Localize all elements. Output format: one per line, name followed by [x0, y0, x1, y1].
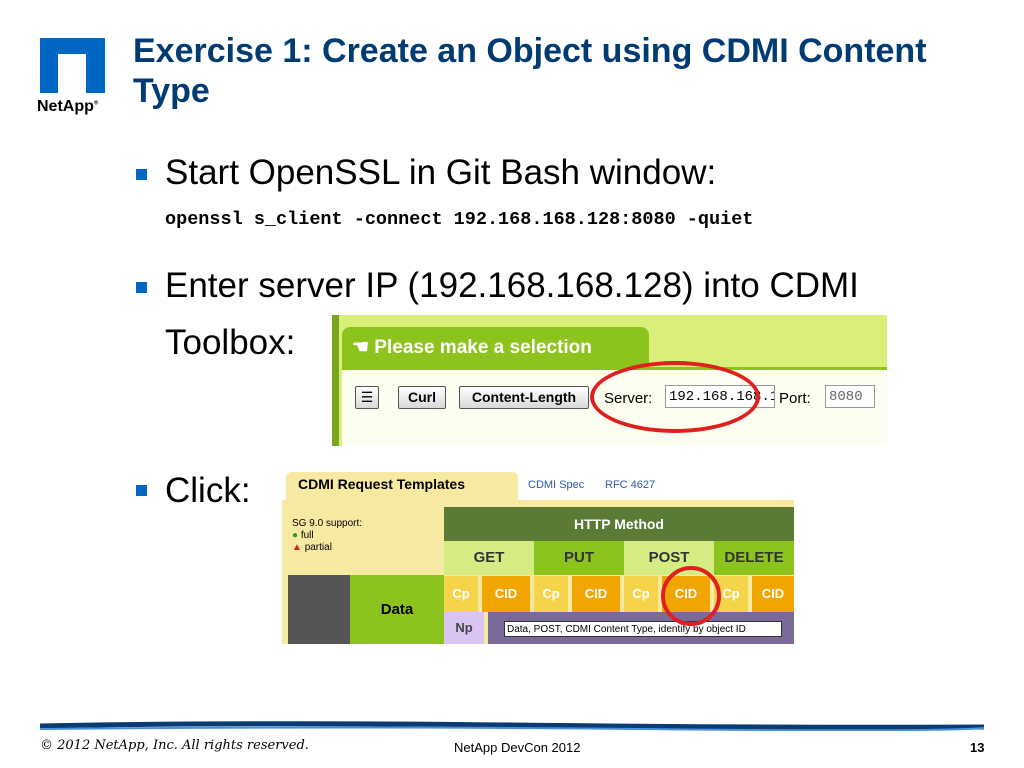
template-cell-get-cid[interactable]: CID — [482, 576, 530, 612]
support-title: SG 9.0 support: — [292, 518, 363, 529]
data-row-label: Data — [350, 575, 444, 644]
highlight-circle-server — [590, 361, 760, 433]
templates-screenshot: CDMI Request Templates CDMI Spec RFC 462… — [276, 470, 794, 644]
full-dot-icon: ● — [292, 530, 299, 541]
row-group-cell — [288, 575, 350, 644]
http-method-header: HTTP Method — [444, 507, 794, 541]
event-name: NetApp DevCon 2012 — [454, 740, 581, 755]
port-label: Port: — [779, 390, 811, 407]
bullet-text-1: Start OpenSSL in Git Bash window: — [165, 153, 717, 192]
footer-divider — [40, 721, 984, 731]
toolbox-panel: ☰ Curl Content-Length Server: 192.168.16… — [342, 367, 887, 446]
netapp-logo-mark — [40, 38, 105, 93]
template-cell-get-cp[interactable]: Cp — [444, 576, 478, 612]
cell-tooltip: Data, POST, CDMI Content Type, identify … — [504, 621, 782, 637]
partial-triangle-icon: ▲ — [292, 542, 302, 553]
toolbox-screenshot: ☚ Please make a selection ☰ Curl Content… — [332, 315, 887, 446]
logo-text: NetApp® — [37, 98, 99, 115]
templates-tab[interactable]: CDMI Request Templates — [286, 472, 518, 500]
method-get: GET — [444, 541, 534, 575]
curl-button[interactable]: Curl — [398, 386, 446, 409]
bullet-marker — [136, 485, 147, 496]
copyright-text: © 2012 NetApp, Inc. All rights reserved. — [40, 738, 309, 753]
method-put: PUT — [534, 541, 624, 575]
netapp-logo: NetApp® — [37, 38, 111, 124]
support-full: full — [300, 530, 314, 541]
template-cell-post-cp[interactable]: Cp — [624, 576, 658, 612]
support-partial: partial — [304, 542, 332, 553]
method-delete: DELETE — [714, 541, 794, 575]
selection-tab[interactable]: ☚ Please make a selection — [342, 327, 649, 367]
highlight-circle-post-cid — [661, 566, 721, 626]
content-length-button[interactable]: Content-Length — [459, 386, 589, 409]
port-input[interactable]: 8080 — [825, 385, 875, 408]
template-cell-delete-cp[interactable]: Cp — [714, 576, 748, 612]
page-number: 13 — [970, 740, 985, 755]
openssl-command: openssl s_client -connect 192.168.168.12… — [165, 209, 754, 230]
support-legend: SG 9.0 support: ● full ▲ partial — [292, 518, 362, 554]
template-cell-put-cp[interactable]: Cp — [534, 576, 568, 612]
bullet-text-2: Enter server IP (192.168.168.128) into C… — [165, 266, 859, 305]
cdmi-spec-link[interactable]: CDMI Spec — [528, 479, 585, 491]
rfc-link[interactable]: RFC 4627 — [605, 479, 656, 491]
bullet-text-2-continuation: Toolbox: — [165, 323, 296, 362]
bullet-text-3: Click: — [165, 471, 251, 510]
template-cell-delete-cid[interactable]: CID — [752, 576, 794, 612]
bullet-marker — [136, 169, 147, 180]
bullet-marker — [136, 282, 147, 293]
menu-button[interactable]: ☰ — [355, 386, 379, 409]
template-cell-put-cid[interactable]: CID — [572, 576, 620, 612]
template-cell-np[interactable]: Np — [444, 612, 484, 644]
slide-title: Exercise 1: Create an Object using CDMI … — [133, 32, 927, 110]
